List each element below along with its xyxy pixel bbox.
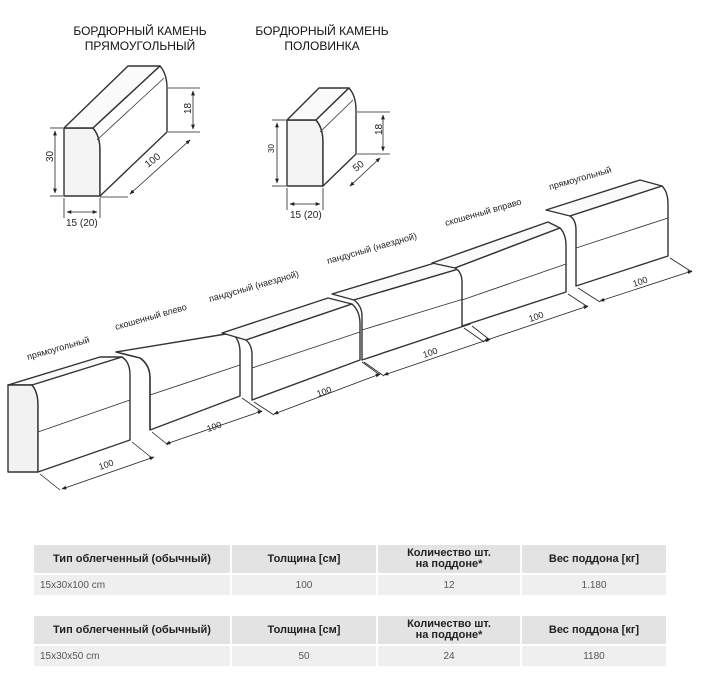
- rect-stone-dim-width: 15 (20): [66, 218, 98, 229]
- row-dim-4: 100: [421, 346, 438, 360]
- half-stone-drawing: БОРДЮРНЫЙ КАМЕНЬ ПОЛОВИНКА 30 18 50 15 (…: [255, 23, 390, 221]
- cell-quantity: 24: [378, 644, 520, 666]
- rect-stone-title-1: БОРДЮРНЫЙ КАМЕНЬ: [73, 23, 206, 38]
- rect-stone-title-2: ПРЯМОУГОЛЬНЫЙ: [85, 38, 195, 53]
- col-weight: Вес поддона [кг]: [522, 616, 666, 644]
- row-label-bevel-left: скошенный влево: [114, 302, 188, 332]
- row-dim-2: 100: [205, 420, 222, 434]
- row-label-ramp-1: пандусный (наездной): [208, 269, 300, 304]
- spec-table-100: Тип облегченный (обычный) Толщина [см] К…: [32, 545, 668, 595]
- cell-weight: 1.180: [522, 573, 666, 595]
- row-label-ramp-2: пандусный (наездной): [326, 231, 418, 266]
- spec-table-50: Тип облегченный (обычный) Толщина [см] К…: [32, 616, 668, 666]
- rect-stone-dim-height: 30: [45, 150, 56, 162]
- half-stone-title-2: ПОЛОВИНКА: [284, 39, 359, 53]
- col-quantity-line2: на поддоне*: [415, 629, 483, 641]
- table-row: 15x30x100 cm 100 12 1.180: [34, 573, 666, 595]
- row-dim-6: 100: [631, 275, 648, 289]
- row-label-bevel-right: скошенный вправо: [444, 197, 523, 228]
- half-stone-title-1: БОРДЮРНЫЙ КАМЕНЬ: [255, 23, 388, 38]
- table-row: 15x30x50 cm 50 24 1180: [34, 644, 666, 666]
- rect-stone-dim-top: 18: [183, 102, 194, 114]
- cell-weight: 1180: [522, 644, 666, 666]
- rect-stone-drawing: БОРДЮРНЫЙ КАМЕНЬ ПРЯМОУГОЛЬНЫЙ: [45, 23, 207, 229]
- curb-row-dimensions: [39, 257, 693, 491]
- cell-type: 15x30x100 cm: [34, 573, 230, 595]
- col-thickness: Толщина [см]: [232, 545, 376, 573]
- row-label-rect-right: прямоугольный: [548, 165, 613, 192]
- col-thickness: Толщина [см]: [232, 616, 376, 644]
- col-quantity: Количество шт.на поддоне*: [378, 616, 520, 644]
- col-type: Тип облегченный (обычный): [34, 545, 230, 573]
- col-quantity-line1: Количество шт.: [407, 547, 491, 559]
- row-dim-1: 100: [97, 458, 114, 472]
- col-quantity-line1: Количество шт.: [407, 618, 491, 630]
- curb-stones-diagram: БОРДЮРНЫЙ КАМЕНЬ ПРЯМОУГОЛЬНЫЙ: [7, 23, 693, 491]
- curb-row-drawing: [7, 179, 669, 473]
- col-type: Тип облегченный (обычный): [34, 616, 230, 644]
- row-dim-3: 100: [315, 385, 332, 399]
- row-dim-5: 100: [527, 310, 544, 324]
- half-stone-dim-height: 30: [267, 144, 276, 153]
- cell-type: 15x30x50 cm: [34, 644, 230, 666]
- rect-stone-dim-length: 100: [143, 151, 163, 170]
- cell-quantity: 12: [378, 573, 520, 595]
- col-quantity: Количество шт.на поддоне*: [378, 545, 520, 573]
- table-header-row: Тип облегченный (обычный) Толщина [см] К…: [34, 545, 666, 573]
- half-stone-dim-top: 18: [374, 123, 385, 135]
- table-header-row: Тип облегченный (обычный) Толщина [см] К…: [34, 616, 666, 644]
- row-label-rect-left: прямоугольный: [26, 335, 91, 362]
- cell-thickness: 50: [232, 644, 376, 666]
- col-quantity-line2: на поддоне*: [415, 558, 483, 570]
- col-weight: Вес поддона [кг]: [522, 545, 666, 573]
- cell-thickness: 100: [232, 573, 376, 595]
- half-stone-dim-width: 15 (20): [290, 210, 322, 221]
